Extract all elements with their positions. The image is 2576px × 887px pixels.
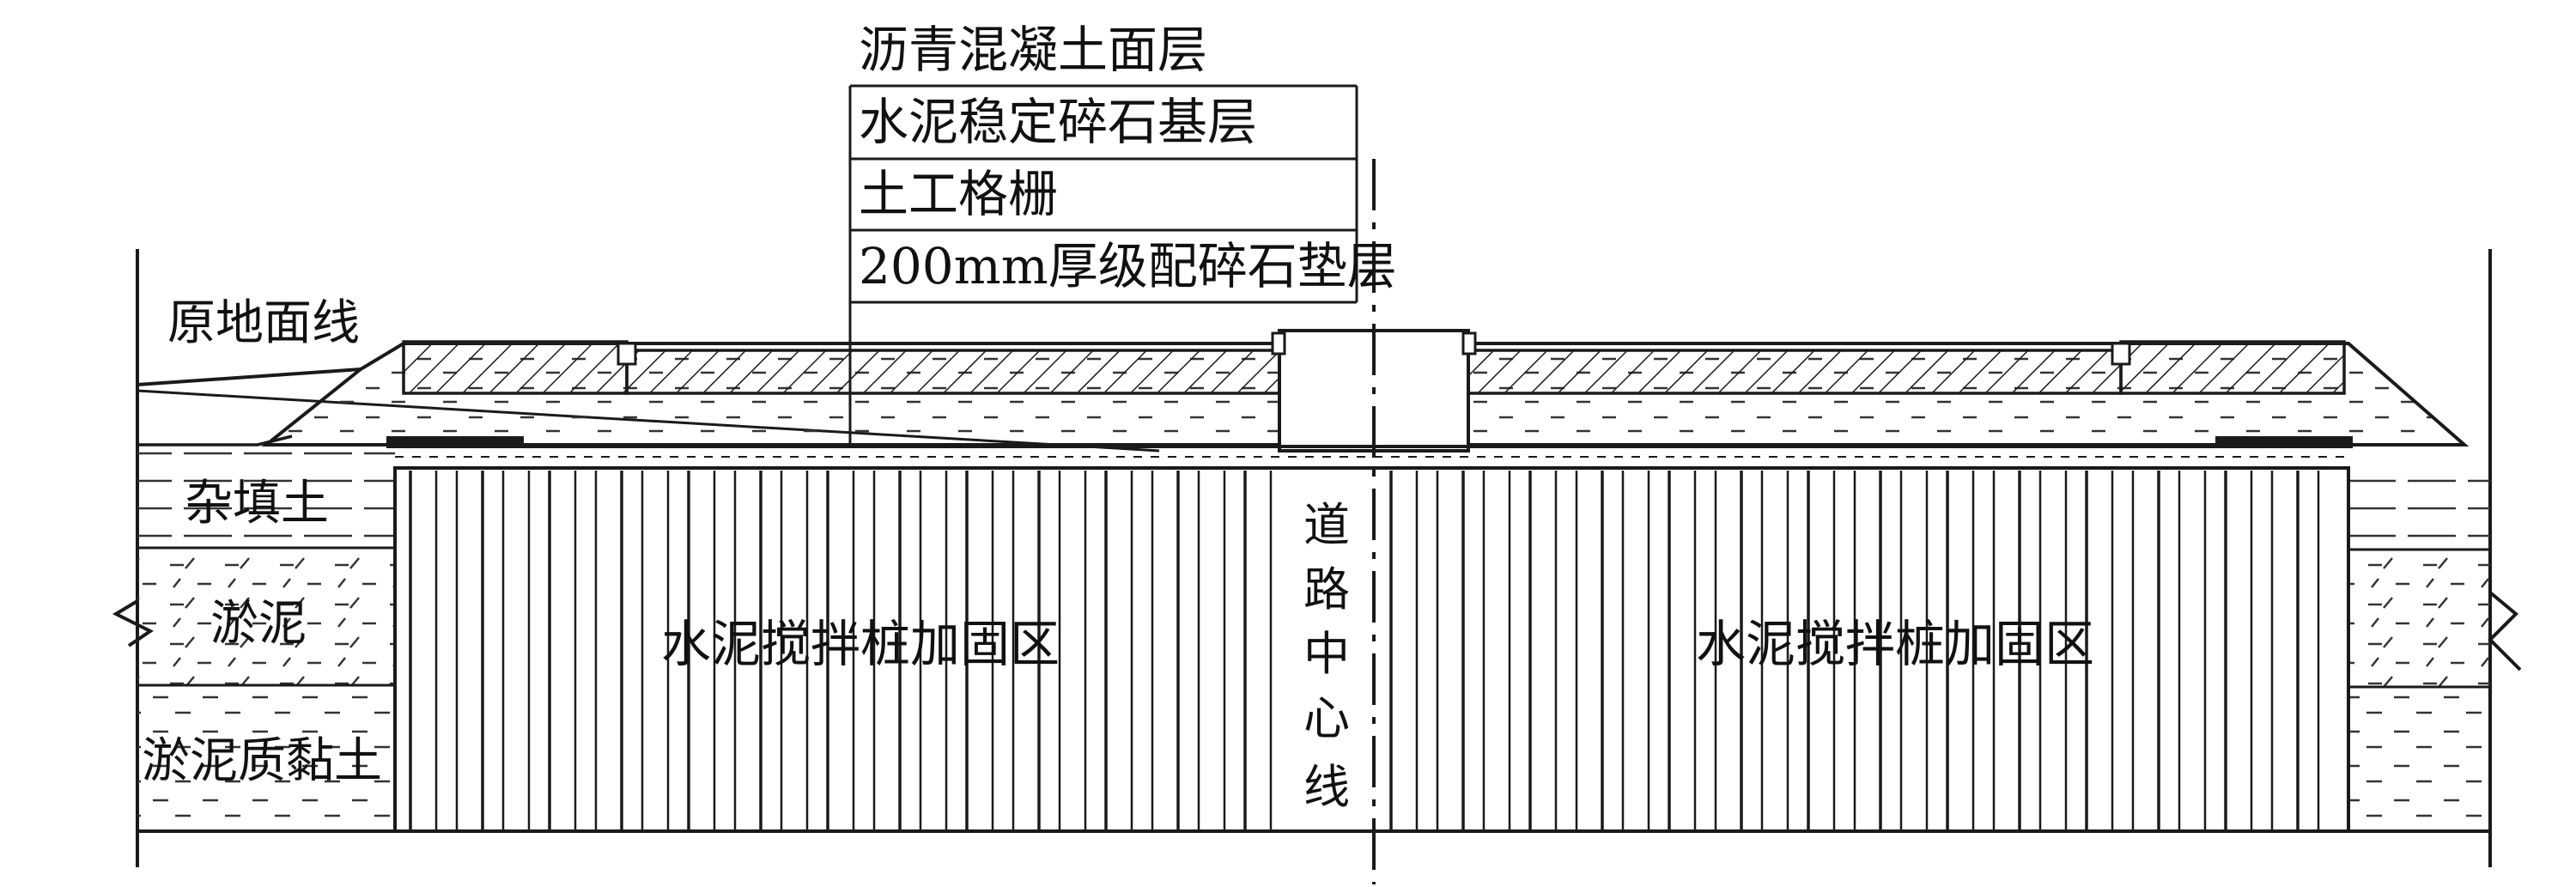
- label-silty-clay: 淤泥质黏土: [142, 733, 382, 789]
- drain-left: [386, 436, 524, 448]
- pile-lines-left: [409, 471, 1273, 829]
- label-centerline: 道 路 中 心 线: [1288, 489, 1365, 824]
- pile-lines-right: [1389, 471, 2320, 829]
- label-silt: 淤泥: [210, 596, 307, 652]
- label-cement-base-layer: 水泥稳定碎石基层: [859, 93, 1257, 151]
- centerline-char-3: 心: [1303, 691, 1350, 745]
- label-pile-zone-right: 水泥搅拌桩加固区: [1696, 615, 2094, 673]
- label-fill-soil: 杂填土: [185, 476, 329, 532]
- centerline-char-1: 路: [1303, 562, 1350, 617]
- layer-label-box: [848, 84, 1358, 447]
- label-asphalt-layer: 沥青混凝土面层: [859, 21, 1207, 79]
- drain-right: [2215, 436, 2353, 448]
- label-geogrid: 土工格栅: [859, 165, 1058, 223]
- label-original-ground-line: 原地面线: [167, 295, 360, 351]
- centerline-char-4: 线: [1303, 760, 1350, 814]
- centerline-char-2: 中: [1303, 627, 1350, 681]
- left-soil-strata: [112, 445, 395, 831]
- centerline-char-0: 道: [1303, 498, 1350, 552]
- label-gravel-cushion: 200mm厚级配碎石垫层: [859, 237, 1397, 295]
- right-soil-strata: [2348, 464, 2522, 831]
- label-pile-zone-left: 水泥搅拌桩加固区: [661, 615, 1060, 673]
- cement-pile-zone: [393, 466, 2350, 833]
